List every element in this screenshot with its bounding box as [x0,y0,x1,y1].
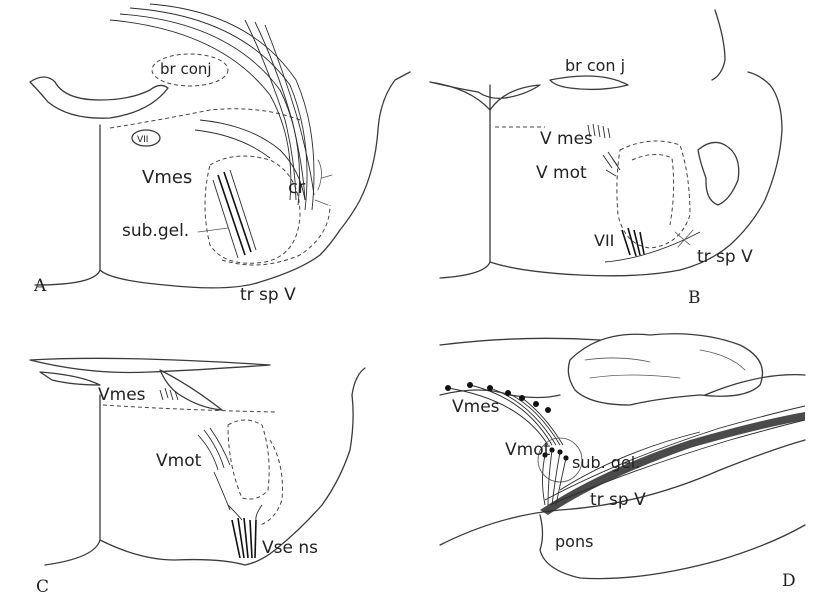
panel-a-label-cr: cr [288,177,306,198]
panel-c-letter: C [36,577,49,597]
panel-a-nucleus-outline [205,156,300,263]
panel-b-vii-fibers [605,228,700,262]
panel-b-nucleus-outline [617,141,690,248]
panel-b-vmot-fibers [603,152,620,176]
panel-b-label-vmot: V mot [536,163,587,183]
panel-c-vmot-fibers [198,428,230,510]
panel-b-nucleus-inner [632,154,674,225]
panel-d-cerebellum [568,334,762,405]
panel-c-vmes-fibers [160,388,178,400]
panel-a-subgel-leader [198,228,228,232]
panel-d-label-vmes: Vmes [452,397,500,417]
panel-a-label-sub-gel: sub.gel. [122,221,189,241]
panel-b: br con j V mes V mot VII tr sp V B [430,10,782,308]
panel-a-ventricle [30,77,168,118]
panel-c-label-vmes: Vmes [98,385,146,405]
panel-b-ventricle [430,82,540,110]
panel-d-brainstem-outline [440,338,805,545]
panel-b-label-tr-sp-v: tr sp V [697,247,753,267]
panel-d: Vmes Vmot sub. gel. tr sp V pons D [440,334,805,591]
panel-a-label-tr-sp-v: tr sp V [240,285,296,305]
panel-c-ventricle-lower [40,372,100,385]
panel-c-lobe [160,370,222,410]
panel-a-letter: A [33,276,47,296]
panel-b-lateral-lobe [698,142,739,205]
panel-b-label-vii: VII [594,231,614,250]
panel-b-label-vmes: V mes [540,129,593,149]
panel-c-ventricle [30,358,270,372]
panel-b-label-br-conj: br con j [565,56,625,75]
panel-a-label-br-conj: br conj [160,60,212,78]
panel-a: br conj VII Vmes cr sub.gel. tr sp V A [30,4,410,305]
panel-c-nucleus-outline [228,420,269,499]
panel-d-label-sub-gel: sub. gel. [572,453,640,472]
panel-d-cerebellum-folia [585,350,745,378]
panel-c-dashed-boundary [103,405,275,412]
panel-b-letter: B [688,288,701,308]
panel-b-br-conj-shape [550,76,628,89]
panel-a-label-vii: VII [137,135,148,145]
panel-c: Vmes Vmot Vse ns C [30,358,365,597]
panel-b-vertical-fold [712,10,725,80]
panel-d-letter: D [782,571,796,591]
panel-c-label-vmot: Vmot [156,451,202,471]
panel-c-nucleus-lateral [260,440,283,525]
panel-b-tr-sp-v-mark [675,230,693,247]
panel-c-label-vsens: Vse ns [262,538,318,558]
panel-a-outline [35,72,410,288]
panel-d-label-vmot: Vmot [505,440,551,460]
panel-a-dashed-boundary [110,109,300,128]
panel-d-label-tr-sp-v: tr sp V [590,490,646,510]
panel-c-vsens-root [228,505,262,558]
panel-a-vmes-tract [213,170,256,258]
panel-d-label-pons: pons [555,532,593,551]
panel-a-label-vmes: Vmes [142,167,192,188]
